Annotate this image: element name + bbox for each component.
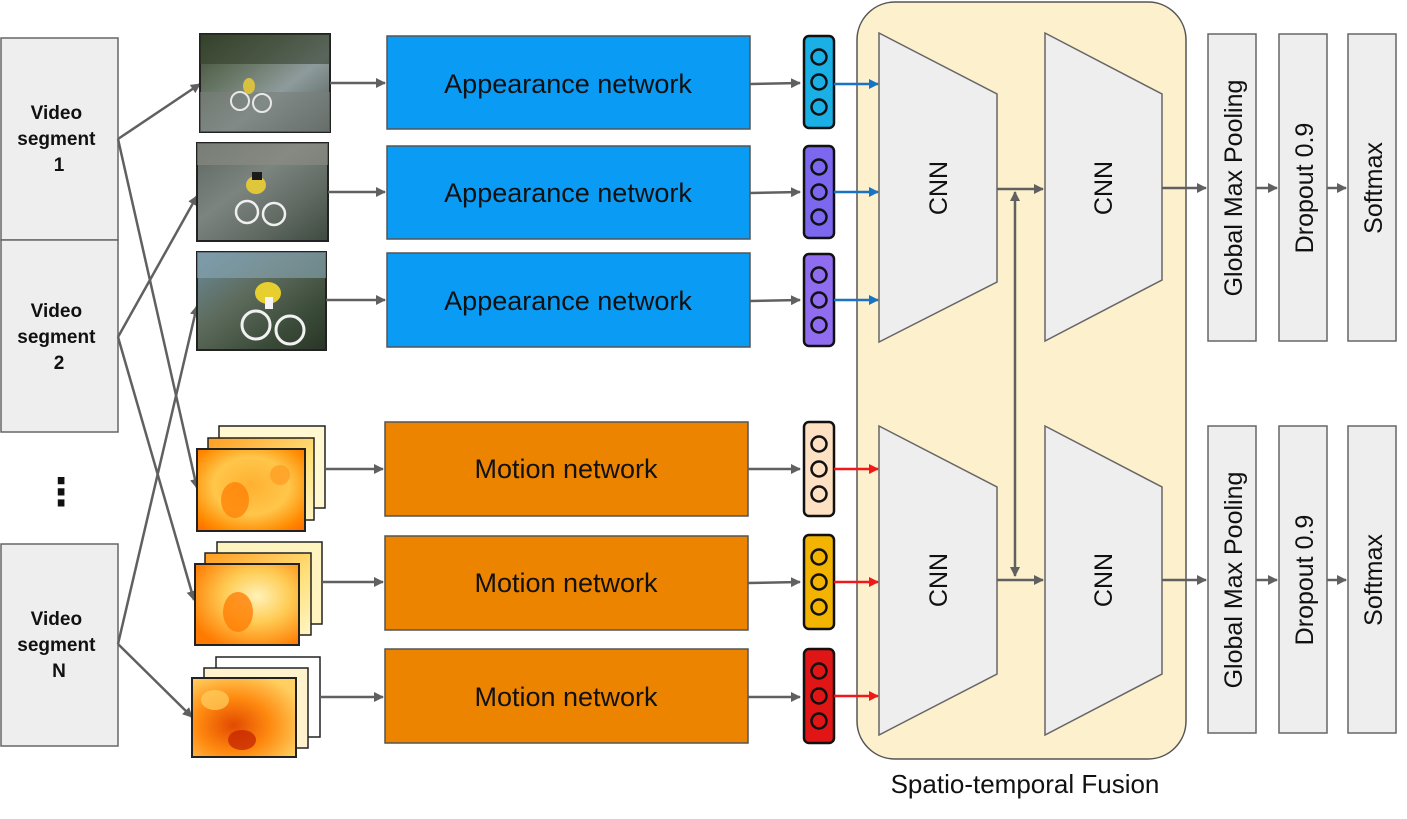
svg-text:Video segment 2: Video segment 2 [17, 301, 100, 374]
appearance-network-2: Appearance network [386, 145, 751, 240]
motion-network-3: Motion network [384, 648, 749, 744]
frame-to-network-arrows [320, 78, 386, 702]
feature-vector-mot-1 [802, 420, 836, 518]
motion-network-2: Motion network [384, 535, 749, 631]
fusion-label: Spatio-temporal Fusion [891, 769, 1160, 799]
rgb-frame-3 [196, 251, 327, 351]
segment-label-line: segment [17, 327, 96, 348]
feature-to-cnn-arrows [834, 79, 879, 701]
rgb-frame-2 [196, 142, 329, 242]
segment-label-line: N [52, 661, 66, 682]
global-max-pooling-top: Global Max Pooling [1207, 33, 1257, 342]
rgb-frame-1 [199, 33, 331, 133]
video-segment-2: Video segment 2 [0, 239, 119, 433]
feature-vector-mot-3 [802, 647, 836, 745]
output-arrows [1162, 183, 1347, 585]
video-segment-1: Video segment 1 [0, 37, 119, 241]
feature-vector-app-3 [802, 252, 836, 348]
cnn-motion-1: CNN [878, 424, 998, 737]
svg-text:Motion network: Motion network [474, 682, 658, 712]
softmax-bottom: Softmax [1347, 425, 1397, 734]
global-max-pooling-bottom: Global Max Pooling [1207, 425, 1257, 734]
appearance-network-3: Appearance network [386, 252, 751, 348]
svg-text:Global Max Pooling: Global Max Pooling [1220, 80, 1248, 297]
motion-network-1: Motion network [384, 421, 749, 517]
svg-text:Appearance network: Appearance network [444, 286, 692, 316]
segment-label-line: 2 [54, 353, 65, 374]
softmax-top: Softmax [1347, 33, 1397, 342]
segment-label-line: segment [17, 635, 96, 656]
flow-stack-1 [196, 425, 326, 532]
svg-text:Dropout 0.9: Dropout 0.9 [1291, 123, 1319, 254]
network-to-feature-arrows [747, 78, 801, 702]
segment-label-line: Video [31, 301, 82, 322]
svg-text:CNN: CNN [925, 161, 953, 215]
dropout-bottom: Dropout 0.9 [1278, 425, 1328, 734]
feature-vector-mot-2 [802, 533, 836, 631]
cnn-appearance-1: CNN [878, 31, 998, 344]
svg-text:Video segment 1: Video segment 1 [17, 103, 100, 176]
svg-text:Motion network: Motion network [474, 454, 658, 484]
segment-label-line: Video [31, 103, 82, 124]
segment-label-line: segment [17, 129, 96, 150]
svg-text:Video segment N: Video segment N [17, 609, 100, 682]
segment-label-line: 1 [54, 155, 65, 176]
feature-vector-app-2 [802, 144, 836, 240]
svg-text:Global Max Pooling: Global Max Pooling [1220, 472, 1248, 689]
cnn-appearance-2: CNN [1044, 31, 1163, 343]
flow-stack-3 [191, 656, 321, 758]
appearance-network-1: Appearance network [386, 35, 751, 130]
svg-text:Softmax: Softmax [1360, 142, 1388, 234]
svg-text:Appearance network: Appearance network [444, 69, 692, 99]
svg-text:CNN: CNN [925, 553, 953, 607]
feature-vector-app-1 [802, 34, 836, 130]
flow-stack-2 [194, 541, 323, 646]
fusion-internal-arrows [997, 184, 1044, 585]
svg-text:Softmax: Softmax [1360, 534, 1388, 626]
svg-text:Motion network: Motion network [474, 568, 658, 598]
dropout-top: Dropout 0.9 [1278, 33, 1328, 342]
segment-label-line: Video [31, 609, 82, 630]
svg-text:Appearance network: Appearance network [444, 178, 692, 208]
segment-to-frame-arrows [116, 82, 201, 718]
svg-text:Dropout 0.9: Dropout 0.9 [1291, 515, 1319, 646]
svg-text:CNN: CNN [1090, 553, 1118, 607]
cnn-motion-2: CNN [1044, 424, 1163, 737]
ellipsis-vertical: ⋮ [42, 470, 80, 514]
svg-text:CNN: CNN [1090, 161, 1118, 215]
video-segment-n: Video segment N [0, 543, 119, 747]
